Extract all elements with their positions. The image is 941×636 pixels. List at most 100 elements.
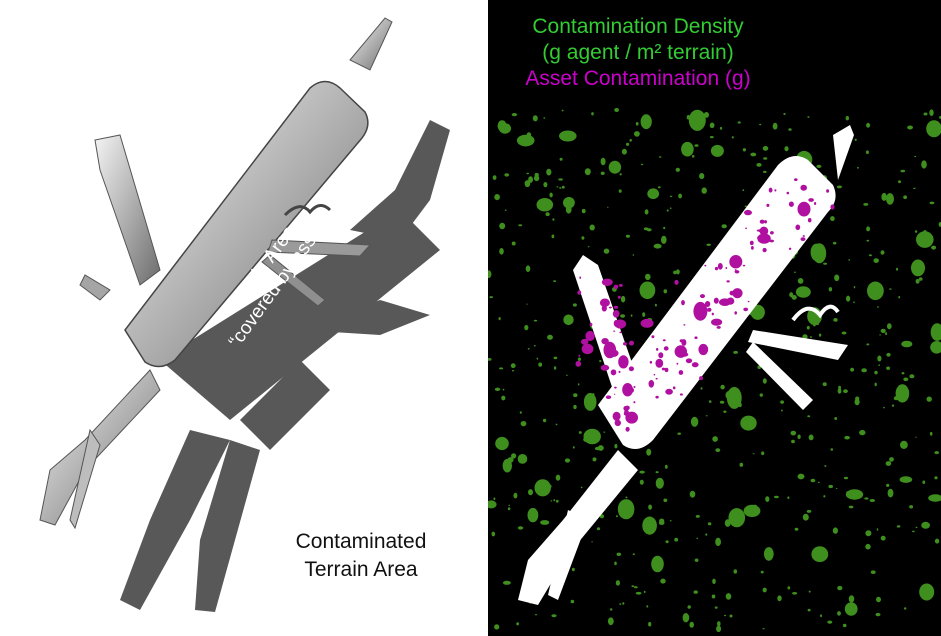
green-speck: [931, 246, 936, 250]
green-speck: [537, 358, 539, 360]
green-speck: [512, 113, 517, 116]
green-speck: [921, 160, 927, 168]
green-speck: [512, 242, 516, 246]
magenta-speck: [614, 285, 619, 289]
green-speck: [582, 209, 586, 213]
green-speck: [563, 315, 573, 326]
magenta-speck: [707, 308, 712, 312]
green-speck: [710, 136, 714, 138]
green-speck: [518, 454, 528, 464]
green-speck: [916, 279, 920, 284]
green-speck: [565, 458, 570, 462]
magenta-speck: [663, 339, 666, 341]
green-speck: [659, 156, 662, 157]
green-speck: [915, 230, 917, 233]
green-speck: [760, 393, 763, 396]
green-speck: [518, 526, 523, 529]
magenta-speck: [717, 326, 721, 329]
green-speck: [651, 556, 664, 573]
legend-density-label: Contamination Density: [488, 14, 788, 40]
green-speck: [614, 108, 619, 112]
green-speck: [528, 348, 530, 350]
green-speck: [535, 614, 538, 615]
green-speck: [528, 508, 539, 522]
green-speck: [898, 180, 901, 183]
green-speck: [516, 622, 519, 625]
green-speck: [898, 296, 900, 299]
magenta-speck: [808, 218, 812, 222]
green-speck: [773, 123, 778, 130]
magenta-speck: [686, 358, 692, 363]
green-speck: [560, 158, 563, 161]
green-speck: [518, 224, 522, 226]
green-speck: [723, 411, 726, 413]
green-speck: [724, 615, 726, 616]
green-speck: [640, 282, 656, 300]
green-speck: [696, 538, 698, 539]
green-speck: [848, 259, 850, 261]
legend-asset-label: Asset Contamination (g): [488, 66, 788, 92]
green-speck: [543, 182, 547, 187]
magenta-speck: [746, 210, 749, 214]
green-speck: [590, 225, 595, 231]
magenta-speck: [629, 366, 634, 371]
green-speck: [861, 368, 867, 372]
green-speck: [843, 624, 847, 627]
magenta-speck: [789, 202, 794, 207]
green-speck: [877, 528, 879, 531]
green-speck: [864, 497, 868, 499]
green-speck: [581, 236, 584, 239]
green-speck: [846, 489, 863, 499]
green-speck: [578, 358, 581, 361]
green-speck: [508, 457, 514, 463]
green-speck: [567, 135, 575, 140]
green-speck: [744, 505, 761, 517]
magenta-speck: [649, 380, 655, 388]
green-speck: [903, 378, 908, 382]
green-speck: [926, 120, 941, 137]
green-speck: [715, 538, 721, 546]
green-speck: [886, 461, 892, 466]
green-speck: [687, 115, 690, 120]
green-speck: [659, 521, 665, 525]
green-speck: [547, 335, 553, 340]
green-speck: [630, 139, 632, 142]
green-speck: [931, 323, 941, 341]
green-speck: [877, 356, 881, 362]
green-speck: [543, 117, 545, 119]
green-speck: [488, 270, 491, 278]
green-speck: [907, 126, 913, 130]
green-speck: [823, 263, 827, 265]
magenta-speck: [743, 308, 748, 312]
green-speck: [504, 173, 509, 176]
green-speck: [915, 437, 917, 438]
green-speck: [740, 463, 744, 467]
green-speck: [595, 447, 601, 450]
green-speck: [494, 624, 499, 629]
green-speck: [678, 194, 682, 199]
magenta-speck: [826, 189, 829, 192]
green-speck: [930, 341, 941, 354]
magenta-speck: [743, 265, 745, 267]
green-speck: [808, 609, 811, 612]
green-speck: [488, 500, 497, 508]
green-speck: [556, 424, 558, 426]
green-speck: [633, 553, 635, 555]
green-speck: [636, 122, 639, 126]
green-speck: [720, 127, 722, 130]
green-speck: [533, 115, 538, 121]
green-speck: [897, 525, 901, 527]
green-speck: [781, 410, 783, 412]
green-speck: [761, 451, 764, 455]
magenta-speck: [577, 291, 581, 295]
green-speck: [762, 628, 764, 629]
green-speck: [886, 367, 890, 370]
green-speck: [603, 432, 605, 433]
magenta-speck: [630, 388, 634, 393]
green-speck: [705, 533, 707, 535]
green-speck: [701, 387, 703, 389]
green-speck: [710, 123, 715, 129]
green-speck: [866, 226, 870, 231]
green-speck: [499, 248, 504, 255]
magenta-speck: [705, 301, 710, 307]
